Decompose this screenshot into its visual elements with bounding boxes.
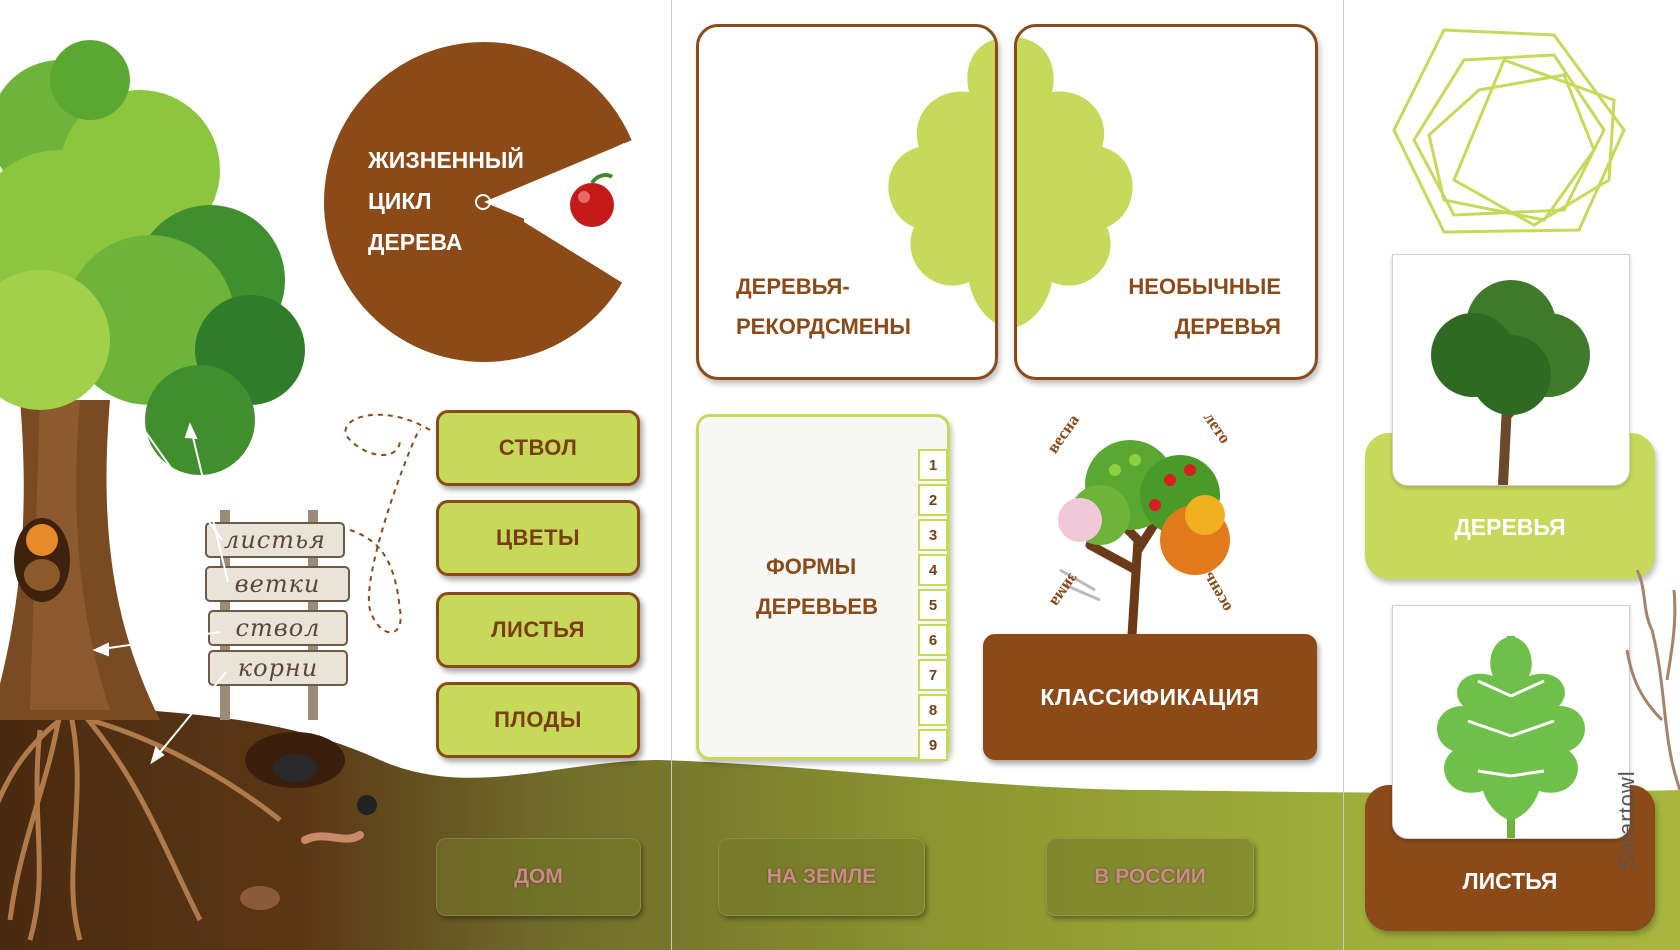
record-trees-line2: РЕКОРДСМЕНЫ [736, 314, 911, 339]
unusual-trees-line1: НЕОБЫЧНЫЕ [1128, 274, 1281, 299]
form-tab-6[interactable]: 6 [918, 624, 948, 656]
form-tab-4[interactable]: 4 [918, 554, 948, 586]
lifecycle-circle[interactable] [322, 40, 646, 364]
oak-tree-illustration [0, 40, 305, 941]
tree-forms-line2: ДЕРЕВЬЕВ [756, 594, 878, 619]
oak-leaf-icon [1436, 636, 1586, 838]
form-tab-1[interactable]: 1 [918, 449, 948, 481]
leaf-card[interactable] [1392, 605, 1630, 839]
seasons-tree-illustration [1058, 440, 1230, 635]
form-tab-9[interactable]: 9 [918, 729, 948, 761]
tree-forms-line1: ФОРМЫ [766, 554, 857, 579]
on-earth-button[interactable]: НА ЗЕМЛЕ [718, 838, 925, 916]
trees-pocket-label: ДЕРЕВЬЯ [1454, 514, 1566, 540]
leaves-pocket-label: ЛИСТЬЯ [1462, 868, 1558, 894]
tree-crown-left-half [888, 39, 995, 323]
tree-forms-book[interactable]: ФОРМЫ ДЕРЕВЬЕВ [696, 414, 950, 760]
form-tab-5[interactable]: 5 [918, 589, 948, 621]
record-trees-card[interactable]: ДЕРЕВЬЯ- РЕКОРДСМЕНЫ [696, 24, 998, 380]
classification-button[interactable]: КЛАССИФИКАЦИЯ [983, 634, 1317, 760]
pointer-arrows [92, 407, 431, 765]
oak-tree-icon [1431, 280, 1590, 490]
record-trees-line1: ДЕРЕВЬЯ- [736, 274, 850, 299]
pentagons-decoration[interactable] [1384, 20, 1634, 240]
smartowl-watermark: Smartowl [1614, 770, 1639, 870]
lifecycle-title-line1: ЖИЗНЕННЫЙ [368, 147, 524, 173]
form-tab-2[interactable]: 2 [918, 484, 948, 516]
bare-branches-decoration [1625, 570, 1680, 790]
fruits-button[interactable]: ПЛОДЫ [436, 682, 640, 758]
tree-card[interactable] [1392, 254, 1630, 490]
flowers-button[interactable]: ЦВЕТЫ [436, 500, 640, 576]
leaves-button[interactable]: ЛИСТЬЯ [436, 592, 640, 668]
form-tab-3[interactable]: 3 [918, 519, 948, 551]
in-russia-button[interactable]: В РОССИИ [1046, 838, 1254, 916]
underground-creatures [240, 732, 377, 910]
sign-plank-branches: ветки [205, 566, 350, 602]
lifecycle-title-line3: ДЕРЕВА [368, 229, 463, 255]
unusual-trees-line2: ДЕРЕВЬЯ [1174, 314, 1281, 339]
sign-plank-roots: корни [208, 650, 348, 686]
form-tab-7[interactable]: 7 [918, 659, 948, 691]
sign-plank-trunk: ствол [208, 610, 348, 646]
form-tab-8[interactable]: 8 [918, 694, 948, 726]
tree-crown-right-half [1017, 37, 1133, 327]
trunk-button[interactable]: СТВОЛ [436, 410, 640, 486]
lifecycle-title-line2: ЦИКЛ [368, 188, 432, 214]
sign-plank-leaves: листья [205, 522, 345, 558]
home-button[interactable]: ДОМ [436, 838, 641, 916]
unusual-trees-card[interactable]: НЕОБЫЧНЫЕ ДЕРЕВЬЯ [1014, 24, 1318, 380]
